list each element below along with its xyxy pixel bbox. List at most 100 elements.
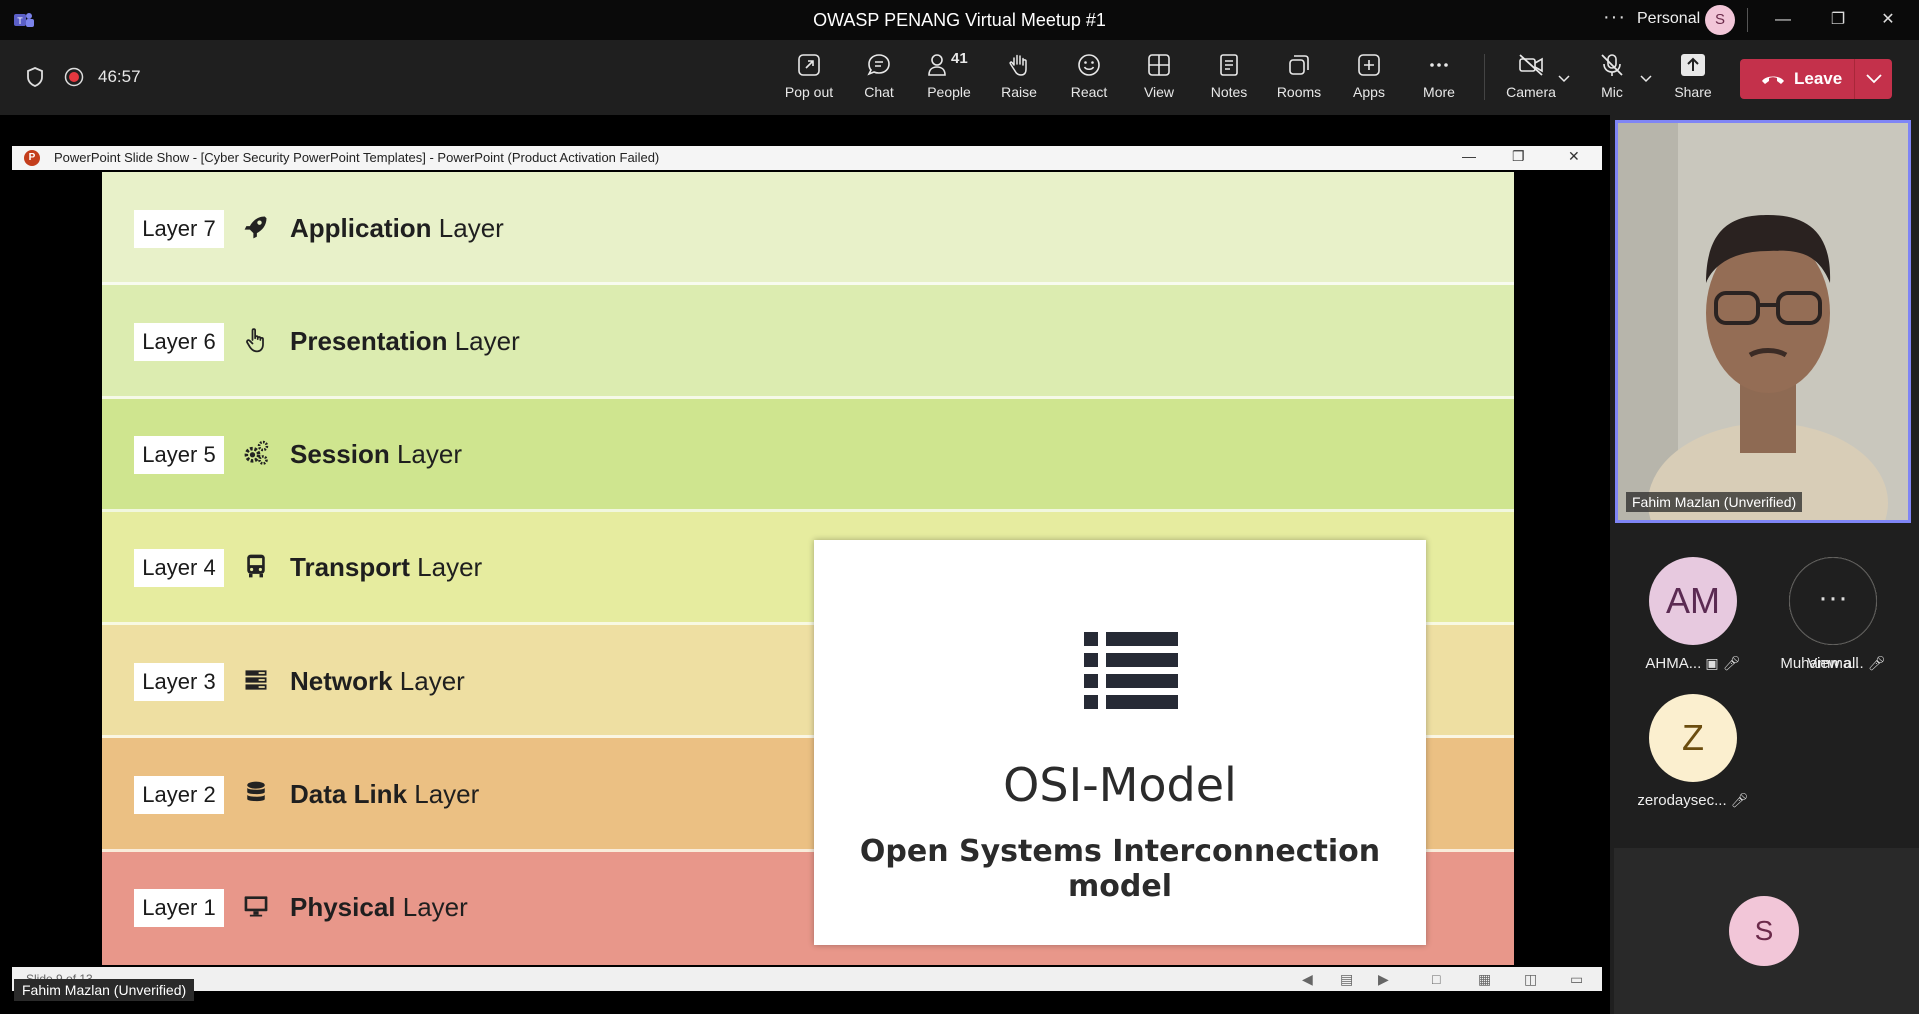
leave-button[interactable]: Leave — [1740, 59, 1892, 99]
view-label: View — [1143, 84, 1175, 100]
mic-off-icon: 🎤︎ — [1867, 655, 1886, 671]
layer-name-suffix: Layer — [395, 892, 468, 923]
restore-icon[interactable]: ❐ — [1830, 11, 1846, 28]
layer-name: Network Layer — [290, 666, 465, 697]
people-button[interactable]: 41 People — [917, 50, 981, 100]
slide-menu-icon[interactable]: ▤ — [1340, 971, 1354, 987]
divider — [1747, 8, 1748, 32]
share-label: Share — [1674, 84, 1712, 100]
layer-number-tag: Layer 1 — [134, 889, 224, 928]
gears-icon — [242, 439, 274, 471]
pop-out-icon — [798, 54, 820, 76]
people-icon — [928, 54, 946, 76]
camera-button[interactable]: Camera — [1499, 52, 1563, 100]
slideshow-view-icon[interactable]: ▭ — [1570, 971, 1584, 987]
layer-name-suffix: Layer — [447, 325, 520, 356]
next-slide-icon[interactable]: ▶ — [1378, 971, 1389, 987]
layer-name-bold: Application — [290, 212, 432, 243]
band-divider — [102, 848, 1514, 852]
hand-pointer-icon — [242, 326, 274, 358]
powerpoint-title-bar: P PowerPoint Slide Show - [Cyber Securit… — [12, 146, 1602, 170]
participant-name: Muhamma... — [1780, 655, 1864, 672]
meeting-timer: 46:57 — [98, 67, 141, 86]
osi-layer-band: Layer 7 Application Layer — [102, 172, 1514, 286]
leave-options-chevron-icon[interactable] — [1866, 74, 1882, 84]
layer-name: Transport Layer — [290, 552, 482, 583]
self-avatar: S — [1729, 896, 1799, 966]
slide-sorter-icon[interactable]: ▦ — [1478, 971, 1492, 987]
rooms-label: Rooms — [1276, 84, 1322, 100]
raise-hand-button[interactable]: Raise — [987, 52, 1051, 100]
leave-divider — [1854, 59, 1855, 99]
mic-options-chevron-icon[interactable] — [1640, 75, 1652, 83]
bus-icon — [242, 552, 274, 584]
participant-name: zerodaysec... — [1637, 792, 1727, 809]
camera-options-chevron-icon[interactable] — [1558, 75, 1570, 83]
layer-number-tag: Layer 7 — [134, 209, 224, 248]
osi-model-subtitle: Open Systems Interconnection model — [859, 834, 1381, 904]
more-participants-icon: ··· — [1789, 557, 1877, 645]
mic-off-icon: 🎤︎ — [1730, 792, 1749, 808]
people-count: 41 — [951, 50, 968, 67]
previous-slide-icon[interactable]: ◀ — [1302, 971, 1313, 987]
mic-off-icon: 🎤︎ — [1722, 655, 1741, 671]
mic-button[interactable]: Mic — [1580, 52, 1644, 100]
close-icon[interactable]: ✕ — [1881, 11, 1895, 28]
speaker-video-feed — [1618, 123, 1908, 520]
notes-button[interactable]: Notes — [1197, 52, 1261, 100]
rooms-icon — [1289, 55, 1309, 75]
raise-hand-icon — [1009, 54, 1027, 76]
speaker-video-tile[interactable]: Fahim Mazlan (Unverified) — [1615, 120, 1911, 523]
more-options-icon[interactable]: ··· — [1603, 6, 1626, 28]
rocket-icon — [242, 213, 274, 245]
account-avatar[interactable]: S — [1705, 5, 1735, 35]
ppt-close-icon[interactable]: ✕ — [1568, 148, 1580, 164]
chat-label: Chat — [864, 84, 894, 100]
shield-icon[interactable] — [26, 67, 44, 87]
apps-button[interactable]: Apps — [1337, 52, 1401, 100]
meeting-title: OWASP PENANG Virtual Meetup #1 — [813, 10, 1106, 30]
chat-button[interactable]: Chat — [847, 52, 911, 100]
raise-label: Raise — [1001, 84, 1037, 100]
layer-name: Application Layer — [290, 213, 504, 244]
mic-label: Mic — [1601, 84, 1623, 100]
server-icon — [242, 666, 274, 698]
layer-number-tag: Layer 6 — [134, 322, 224, 361]
layer-name-bold: Transport — [290, 552, 410, 583]
pop-out-button[interactable]: Pop out — [777, 52, 841, 100]
layer-number-tag: Layer 2 — [134, 776, 224, 815]
layer-name-suffix: Layer — [407, 779, 480, 810]
pop-out-label: Pop out — [784, 84, 834, 100]
meeting-toolbar: 46:57 Pop out Chat 41 People Raise React… — [0, 40, 1919, 115]
ppt-restore-icon[interactable]: ❐ — [1512, 148, 1525, 164]
mic-off-icon — [1601, 54, 1623, 76]
more-button[interactable]: More — [1407, 52, 1471, 100]
view-all-participants-button[interactable]: ··· View all — [1773, 557, 1893, 672]
presenter-name-label: Fahim Mazlan (Unverified) — [14, 979, 195, 1001]
svg-text:T: T — [17, 16, 23, 26]
osi-model-title: OSI-Model — [1003, 758, 1237, 812]
band-divider — [102, 735, 1514, 739]
layer-name: Data Link Layer — [290, 779, 479, 810]
reading-view-icon[interactable]: ◫ — [1524, 971, 1538, 987]
account-label[interactable]: Personal — [1637, 10, 1701, 27]
share-button[interactable]: Share — [1661, 52, 1725, 100]
window-title-bar: T OWASP PENANG Virtual Meetup #1 ··· Per… — [0, 0, 1919, 40]
leave-label: Leave — [1794, 69, 1843, 88]
minimize-icon[interactable]: — — [1775, 11, 1791, 28]
self-video-tile[interactable]: S — [1614, 848, 1919, 1014]
react-label: React — [1070, 84, 1108, 100]
band-divider — [102, 395, 1514, 399]
camera-off-icon — [1519, 54, 1543, 76]
normal-view-icon[interactable]: □ — [1432, 971, 1441, 987]
layer-number-tag: Layer 4 — [134, 549, 224, 588]
react-button[interactable]: React — [1057, 52, 1121, 100]
view-all-label: View all — [1807, 655, 1859, 672]
view-button[interactable]: View — [1127, 52, 1191, 100]
rooms-button[interactable]: Rooms — [1267, 52, 1331, 100]
ppt-minimize-icon[interactable]: — — [1462, 148, 1476, 164]
layer-name-bold: Presentation — [290, 325, 448, 356]
